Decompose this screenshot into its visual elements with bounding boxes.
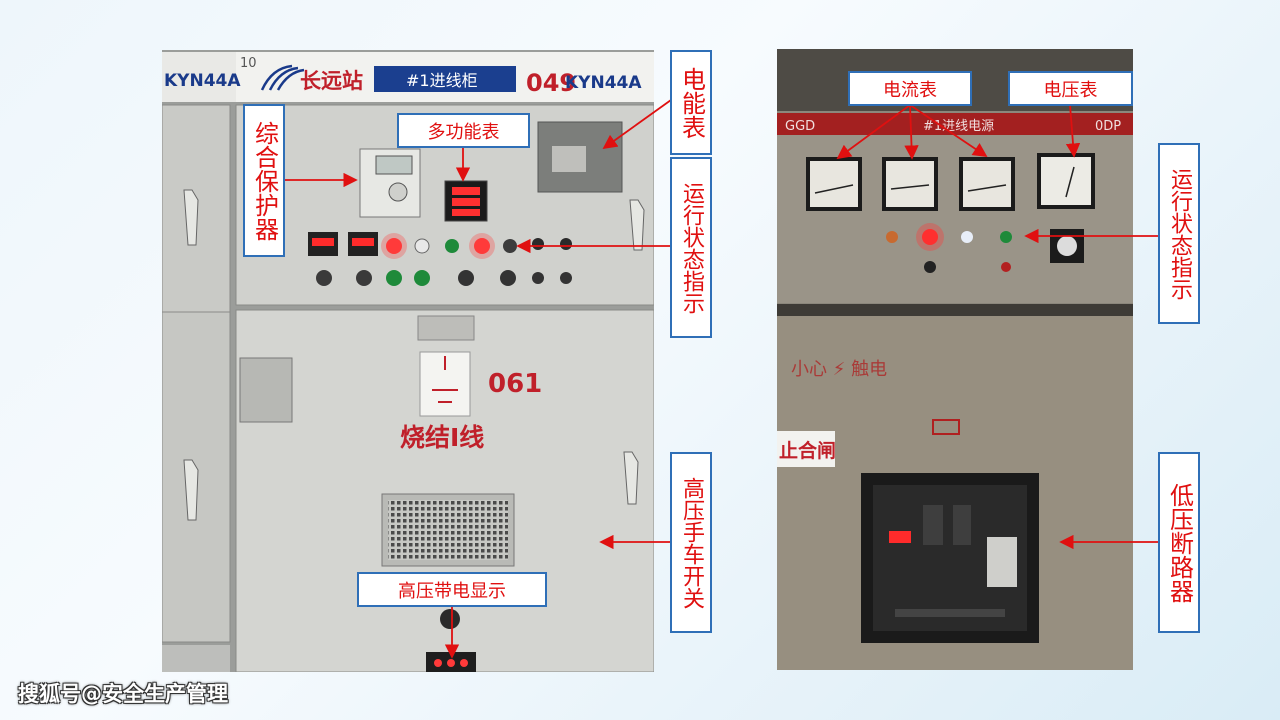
sign-left-model: KYN44A <box>164 71 241 91</box>
header-center: #1进线电源 <box>923 119 994 134</box>
callout-hv-switch: 高压手车开关 <box>670 452 712 633</box>
callout-multi-meter: 多功能表 <box>397 113 530 148</box>
callout-status-right: 运行状态指示 <box>1158 143 1200 324</box>
header-left: GGD <box>785 119 815 134</box>
callout-protector: 综合保护器 <box>243 104 285 257</box>
warning-text: 小心 ⚡ 触电 <box>791 359 887 380</box>
callout-hv-display: 高压带电显示 <box>357 572 547 607</box>
callout-ammeter: 电流表 <box>848 71 972 106</box>
callout-voltmeter: 电压表 <box>1008 71 1133 106</box>
lv-cabinet-photo: GGD #1进线电源 0DP 小心 ⚡ 触电 止合闸 <box>777 49 1133 670</box>
panel-number: 061 <box>488 369 542 399</box>
callout-status-left: 运行状态指示 <box>670 157 712 338</box>
callout-lv-breaker: 低压断路器 <box>1158 452 1200 633</box>
panel-line-name: 烧结Ⅰ线 <box>400 423 484 452</box>
sign-number: 10 <box>240 56 257 71</box>
sign-panel: #1进线柜 <box>406 71 478 90</box>
lv-cabinet-drawing: GGD #1进线电源 0DP 小心 ⚡ 触电 止合闸 <box>777 49 1133 670</box>
switchgear-drawing: KYN44A 10 长远站 #1进线柜 049 KYN44A <box>162 50 654 672</box>
sign-station: 长远站 <box>300 69 363 93</box>
watermark: 搜狐号@安全生产管理 <box>18 682 228 706</box>
switchgear-photo: KYN44A 10 长远站 #1进线柜 049 KYN44A <box>162 50 654 672</box>
sign-model: KYN44A <box>565 73 642 93</box>
side-label: 止合闸 <box>779 439 836 462</box>
sign-code: 049 <box>526 69 576 97</box>
callout-energy-meter: 电能表 <box>670 50 712 155</box>
header-right: 0DP <box>1095 119 1121 134</box>
